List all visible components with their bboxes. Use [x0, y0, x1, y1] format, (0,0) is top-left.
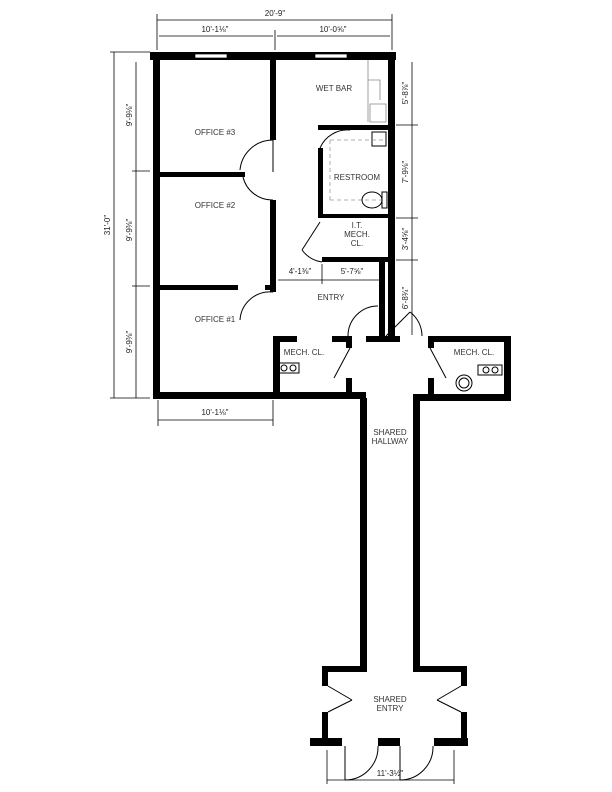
dim-it: 3'-4⅝"	[401, 228, 410, 251]
dimension-labels: 20'-9" 10'-1⅛" 10'-0⅝" 31'-0" 9'-9⅛" 9'-…	[103, 9, 410, 778]
dim-overall-height: 31'-0"	[103, 215, 112, 236]
dim-office1-height: 9'-9⅜"	[125, 331, 134, 354]
room-mech-left: MECH. CL.	[284, 348, 324, 357]
dim-office3-height: 9'-9⅛"	[125, 104, 134, 127]
room-labels: OFFICE #3 OFFICE #2 OFFICE #1 WET BAR RE…	[195, 84, 494, 713]
dim-top-left: 10'-1⅛"	[201, 25, 228, 34]
dim-overall-width: 20'-9"	[265, 9, 286, 18]
room-office-2: OFFICE #2	[195, 201, 236, 210]
room-wet-bar: WET BAR	[316, 84, 353, 93]
dimension-lines	[110, 14, 455, 784]
dim-restroom: 7'-9⅛"	[401, 161, 410, 184]
room-it-line2: MECH.	[344, 230, 370, 239]
room-shared-entry-line1: SHARED	[373, 695, 407, 704]
room-restroom: RESTROOM	[334, 173, 381, 182]
dim-shared-entry: 11'-3½"	[377, 769, 404, 778]
room-office-3: OFFICE #3	[195, 128, 236, 137]
room-it-line1: I.T.	[352, 221, 363, 230]
room-it-line3: CL.	[351, 239, 363, 248]
room-hallway-line2: HALLWAY	[372, 437, 409, 446]
dim-bottom-office: 10'-1⅛"	[201, 408, 228, 417]
walls	[150, 52, 511, 746]
fixtures	[276, 60, 503, 392]
room-entry: ENTRY	[318, 293, 346, 302]
room-office-1: OFFICE #1	[195, 315, 236, 324]
room-hallway-line1: SHARED	[373, 428, 407, 437]
dim-wet-bar: 5'-8⅞"	[401, 82, 410, 105]
dim-entry-left: 4'-1⅜"	[289, 267, 312, 276]
doors	[239, 129, 462, 781]
room-mech-right: MECH. CL.	[454, 348, 494, 357]
dim-office2-height: 9'-9⅜"	[125, 219, 134, 242]
dim-top-right: 10'-0⅝"	[319, 25, 346, 34]
dim-entry-height: 6'-8¾"	[401, 287, 410, 310]
dim-entry-right: 5'-7⅝"	[341, 267, 364, 276]
water-heater-left	[276, 362, 300, 374]
room-shared-entry-line2: ENTRY	[377, 704, 405, 713]
windows	[194, 53, 348, 59]
